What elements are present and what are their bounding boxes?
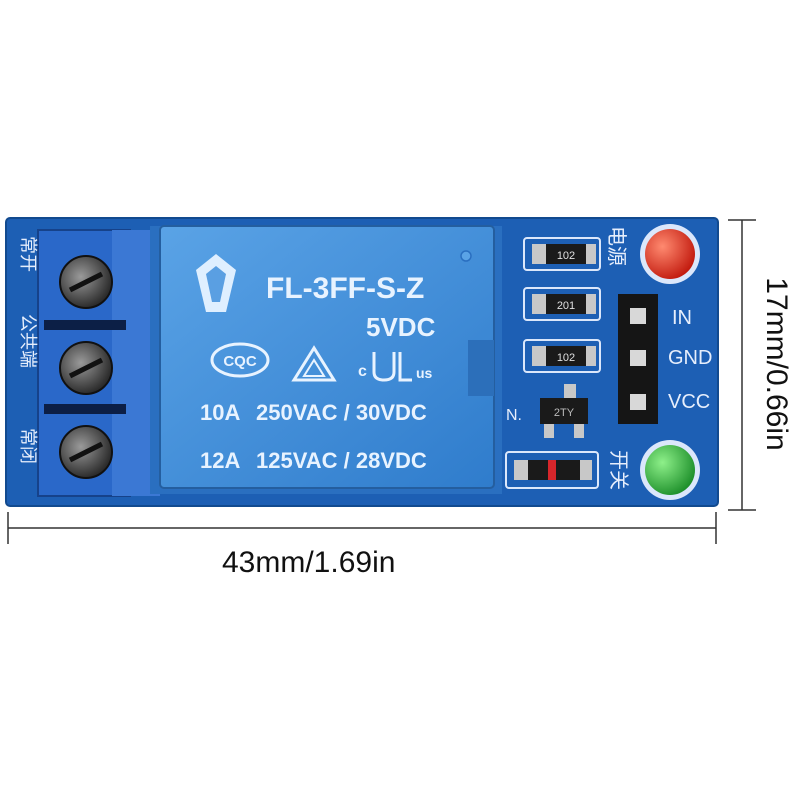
height-dimension-label: 17mm/0.66in xyxy=(760,277,793,451)
rating-1-voltage: 250VAC / 30VDC xyxy=(256,400,427,425)
relay-brand-logo xyxy=(196,254,236,312)
relay-coil-voltage: 5VDC xyxy=(366,312,436,342)
svg-text:us: us xyxy=(416,365,433,381)
svg-text:102: 102 xyxy=(557,352,575,364)
svg-text:201: 201 xyxy=(557,300,575,312)
n-mark: N. xyxy=(506,407,522,424)
pin-label-in: IN xyxy=(672,307,692,329)
terminal-label-com: 公共端 xyxy=(18,314,38,368)
power-led xyxy=(640,224,700,284)
ul-mark: c us xyxy=(358,352,433,382)
terminal-label-nc: 常开 xyxy=(18,236,38,272)
width-dimension-line xyxy=(7,512,717,544)
switch-led-label: 开关 xyxy=(607,450,630,490)
resistor-r1: 102 xyxy=(523,237,601,271)
relay-model: FL-3FF-S-Z xyxy=(266,272,424,305)
width-dimension-label: 43mm/1.69in xyxy=(222,546,396,579)
pin-label-vcc: VCC xyxy=(668,391,710,413)
svg-text:2TY: 2TY xyxy=(554,407,575,419)
warning-triangle-icon xyxy=(291,345,337,382)
svg-text:c: c xyxy=(358,363,367,380)
rating-2-voltage: 125VAC / 28VDC xyxy=(256,448,427,473)
svg-text:CQC: CQC xyxy=(223,353,257,370)
rating-2-current: 12A xyxy=(200,448,240,473)
cqc-mark: CQC xyxy=(210,342,270,378)
resistor-r2: 201 xyxy=(523,287,601,321)
switch-led xyxy=(640,440,700,500)
resistor-r3: 102 xyxy=(523,339,601,373)
svg-text:102: 102 xyxy=(557,250,575,262)
rating-1-current: 10A xyxy=(200,400,240,425)
pin-label-gnd: GND xyxy=(668,347,712,369)
height-dimension-line xyxy=(728,219,756,511)
transistor: 2TY xyxy=(540,384,588,438)
pin-header xyxy=(618,294,658,424)
screw-terminal-block xyxy=(37,229,160,497)
terminal-label-no: 常闭 xyxy=(18,428,38,464)
power-led-label: 电源 xyxy=(605,226,628,266)
diode xyxy=(505,451,599,489)
